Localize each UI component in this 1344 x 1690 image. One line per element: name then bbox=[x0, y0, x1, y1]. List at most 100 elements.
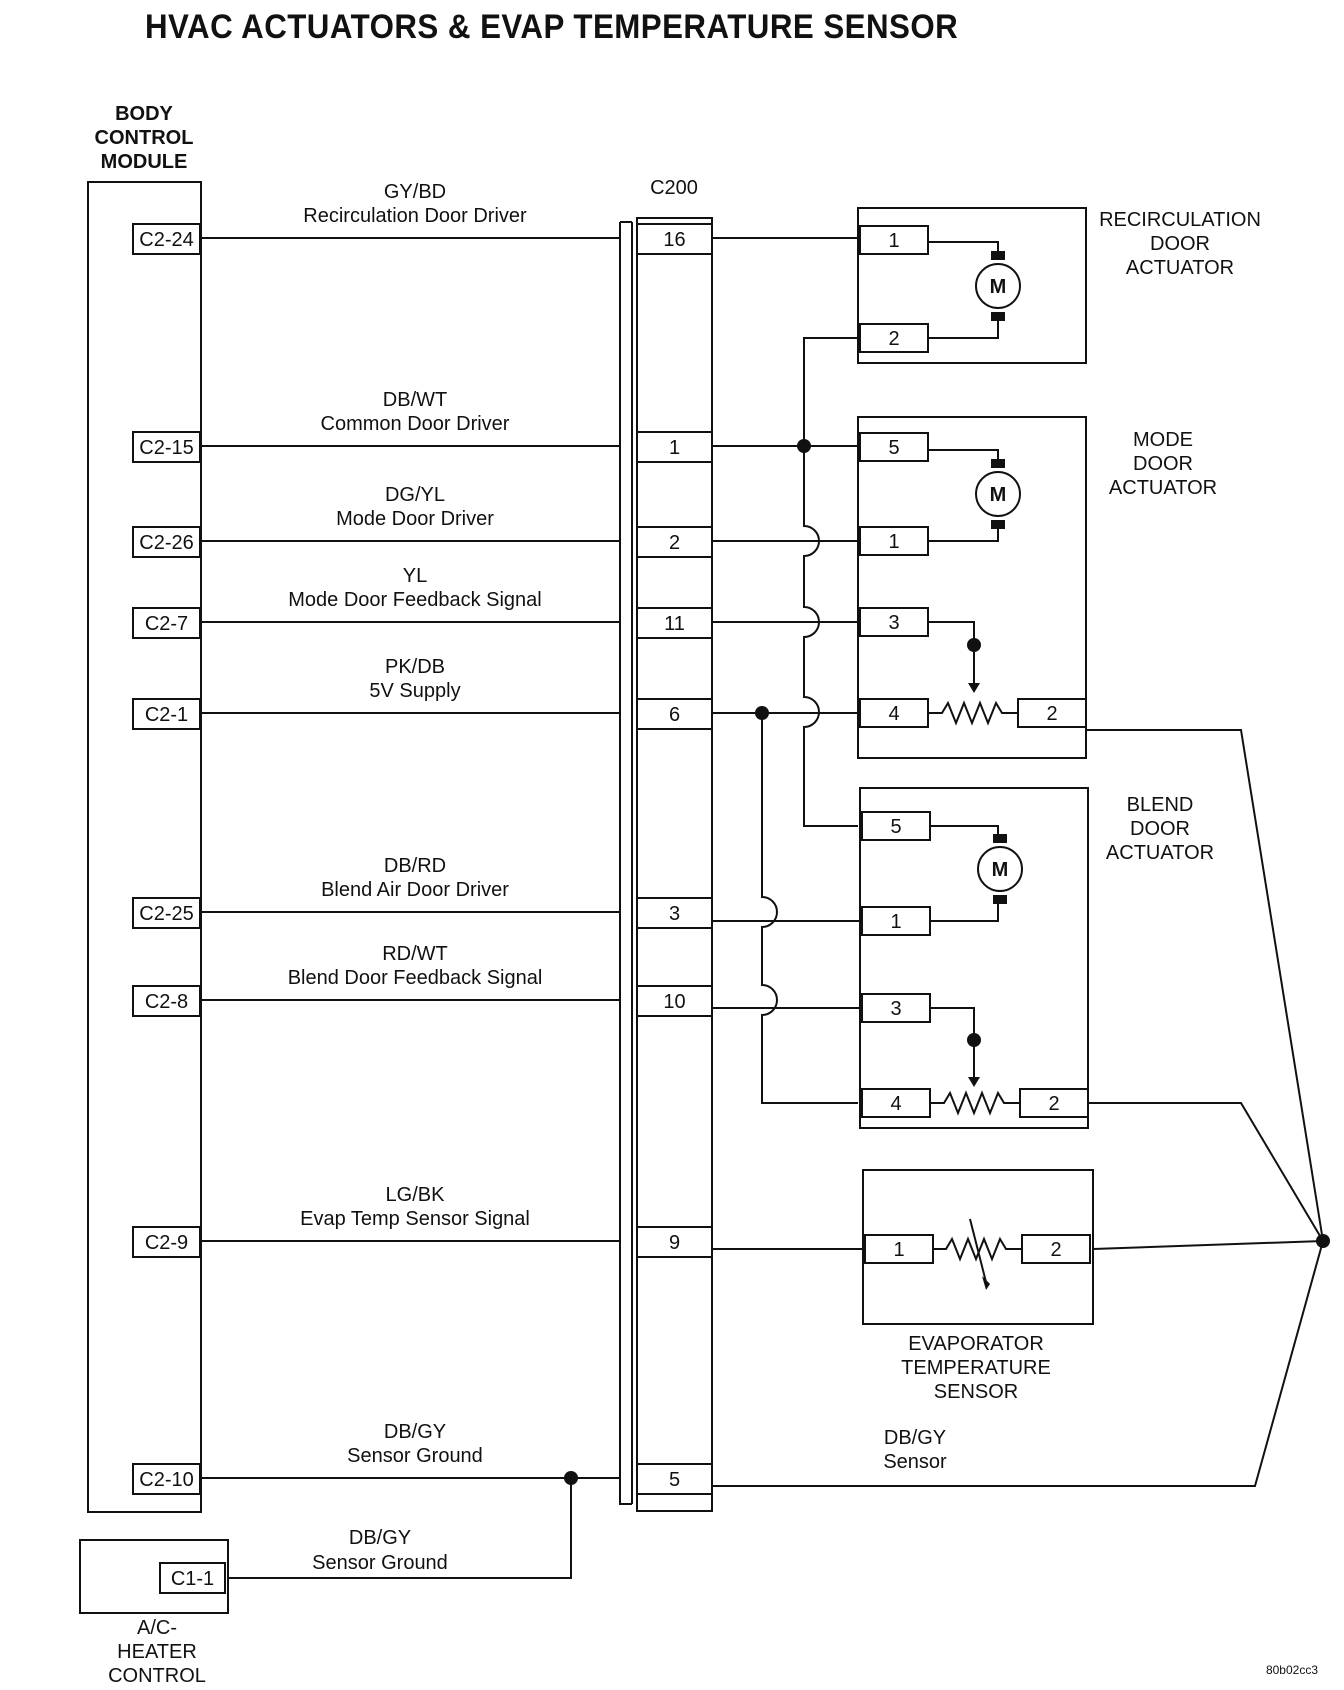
bcm-pin-c2-7-box bbox=[132, 607, 201, 639]
wire-5v-to-blend bbox=[761, 713, 858, 1104]
ac-wire-function-label: Sensor Ground bbox=[312, 1552, 448, 1574]
ac-heater-label-line: CONTROL bbox=[108, 1665, 206, 1687]
c200-pin-5-box bbox=[636, 1463, 713, 1495]
wire-color-label: DB/WT bbox=[383, 389, 447, 411]
recirc-pin-1: 1 bbox=[888, 230, 899, 252]
recirc-title-line: ACTUATOR bbox=[1126, 257, 1234, 279]
evap-pin-2: 2 bbox=[1050, 1239, 1061, 1261]
evap-pin-2-box bbox=[1021, 1234, 1091, 1264]
wire-common-to-blend bbox=[803, 446, 858, 827]
wire-color-label: PK/DB bbox=[385, 656, 445, 678]
c200-pin-16-box bbox=[636, 223, 713, 255]
evap-title-line: SENSOR bbox=[934, 1381, 1018, 1403]
bcm-pin-c2-1: C2-1 bbox=[145, 704, 188, 726]
bcm-pin-c2-1-box bbox=[132, 698, 201, 730]
c200-connector bbox=[636, 217, 713, 1512]
blend-motor-icon bbox=[977, 846, 1023, 892]
c200-pin-16: 16 bbox=[663, 229, 685, 251]
blend-pin-5: 5 bbox=[890, 816, 901, 838]
blend-pin-3-box bbox=[861, 993, 931, 1023]
ac-wire-color-label: DB/GY bbox=[349, 1527, 411, 1549]
bcm-pin-c2-10-box bbox=[132, 1463, 201, 1495]
c200-pin-5: 5 bbox=[669, 1469, 680, 1491]
recirc-pin-1-box bbox=[859, 225, 929, 255]
evap-pin-1: 1 bbox=[893, 1239, 904, 1261]
bcm-pin-c2-9: C2-9 bbox=[145, 1232, 188, 1254]
blend-title-line: BLEND bbox=[1127, 794, 1194, 816]
splice-ground-right bbox=[1316, 1234, 1330, 1248]
ac-heater-label-line: HEATER bbox=[117, 1641, 197, 1663]
mode-title-line: MODE bbox=[1133, 429, 1193, 451]
splice-common bbox=[797, 439, 811, 453]
mode-title-line: ACTUATOR bbox=[1109, 477, 1217, 499]
bcm-label-line: CONTROL bbox=[95, 127, 194, 149]
mode-pin-2: 2 bbox=[1046, 703, 1057, 725]
blend-pin-3: 3 bbox=[890, 998, 901, 1020]
wire-sensor-ground bbox=[712, 1240, 1324, 1487]
blend-pin-1-box bbox=[861, 906, 931, 936]
wire-color-label: DB/GY bbox=[384, 1421, 446, 1443]
blend-pin-2-box bbox=[1019, 1088, 1089, 1118]
recirc-title-line: RECIRCULATION bbox=[1099, 209, 1261, 231]
right-wire-function-label: Sensor bbox=[883, 1451, 947, 1473]
c200-pin-3: 3 bbox=[669, 903, 680, 925]
c200-pin-9-box bbox=[636, 1226, 713, 1258]
wire-function-label: Recirculation Door Driver bbox=[303, 205, 527, 227]
blend-pin-4-box bbox=[861, 1088, 931, 1118]
wire-function-label: Sensor Ground bbox=[347, 1445, 483, 1467]
recirc-motor-symbol: M bbox=[990, 276, 1007, 298]
figure-id: 80b02cc3 bbox=[1266, 1663, 1318, 1677]
ac-heater-pin: C1-1 bbox=[171, 1568, 214, 1590]
recirc-motor-icon bbox=[975, 263, 1021, 309]
wire-function-label: Mode Door Driver bbox=[336, 508, 494, 530]
right-wire-color-label: DB/GY bbox=[884, 1427, 946, 1449]
c200-pin-1-box bbox=[636, 431, 713, 463]
c200-bracket bbox=[619, 221, 633, 1505]
bcm-pin-c2-24-box bbox=[132, 223, 201, 255]
blend-motor-brush-bottom bbox=[993, 895, 1007, 904]
bcm-pin-c2-10: C2-10 bbox=[139, 1469, 193, 1491]
mode-motor-brush-top bbox=[991, 459, 1005, 468]
wire-function-label: Blend Door Feedback Signal bbox=[288, 967, 543, 989]
wire-function-label: Common Door Driver bbox=[321, 413, 510, 435]
wire-color-label: GY/BD bbox=[384, 181, 446, 203]
bcm-pin-c2-25-box bbox=[132, 897, 201, 929]
c200-pin-10: 10 bbox=[663, 991, 685, 1013]
blend-title-line: ACTUATOR bbox=[1106, 842, 1214, 864]
blend-title-line: DOOR bbox=[1130, 818, 1190, 840]
bcm-pin-c2-15-box bbox=[132, 431, 201, 463]
c200-pin-11: 11 bbox=[664, 613, 685, 635]
ac-heater-box bbox=[79, 1539, 229, 1614]
evap-pin-1-box bbox=[864, 1234, 934, 1264]
evap-title-line: TEMPERATURE bbox=[901, 1357, 1051, 1379]
bcm-label-line: BODY bbox=[115, 103, 173, 125]
c200-pin-2: 2 bbox=[669, 532, 680, 554]
wire-c1-1 bbox=[228, 1478, 572, 1579]
wire-color-label: DG/YL bbox=[385, 484, 445, 506]
bcm-pin-c2-15: C2-15 bbox=[139, 437, 193, 459]
recirc-motor-brush-top bbox=[991, 251, 1005, 260]
recirc-pin-2-box bbox=[859, 323, 929, 353]
bcm-pin-c2-25: C2-25 bbox=[139, 903, 193, 925]
wire-color-label: RD/WT bbox=[382, 943, 448, 965]
c200-pin-6-box bbox=[636, 698, 713, 730]
mode-pin-5: 5 bbox=[888, 437, 899, 459]
c200-pin-1: 1 bbox=[669, 437, 680, 459]
evap-sensor-box bbox=[862, 1169, 1094, 1325]
bcm-pin-c2-8: C2-8 bbox=[145, 991, 188, 1013]
wire-color-label: DB/RD bbox=[384, 855, 446, 877]
blend-pin-2: 2 bbox=[1048, 1093, 1059, 1115]
bcm-box bbox=[87, 181, 202, 1513]
bcm-pin-c2-7: C2-7 bbox=[145, 613, 188, 635]
bcm-label-line: MODULE bbox=[101, 151, 188, 173]
wire-color-label: YL bbox=[403, 565, 427, 587]
mode-pin-1-box bbox=[859, 526, 929, 556]
recirc-actuator-box bbox=[857, 207, 1087, 364]
wire-recirc-common bbox=[803, 337, 858, 446]
c200-pin-2-box bbox=[636, 526, 713, 558]
mode-title-line: DOOR bbox=[1133, 453, 1193, 475]
c200-label: C200 bbox=[650, 177, 698, 199]
bcm-pin-c2-26-box bbox=[132, 526, 201, 558]
